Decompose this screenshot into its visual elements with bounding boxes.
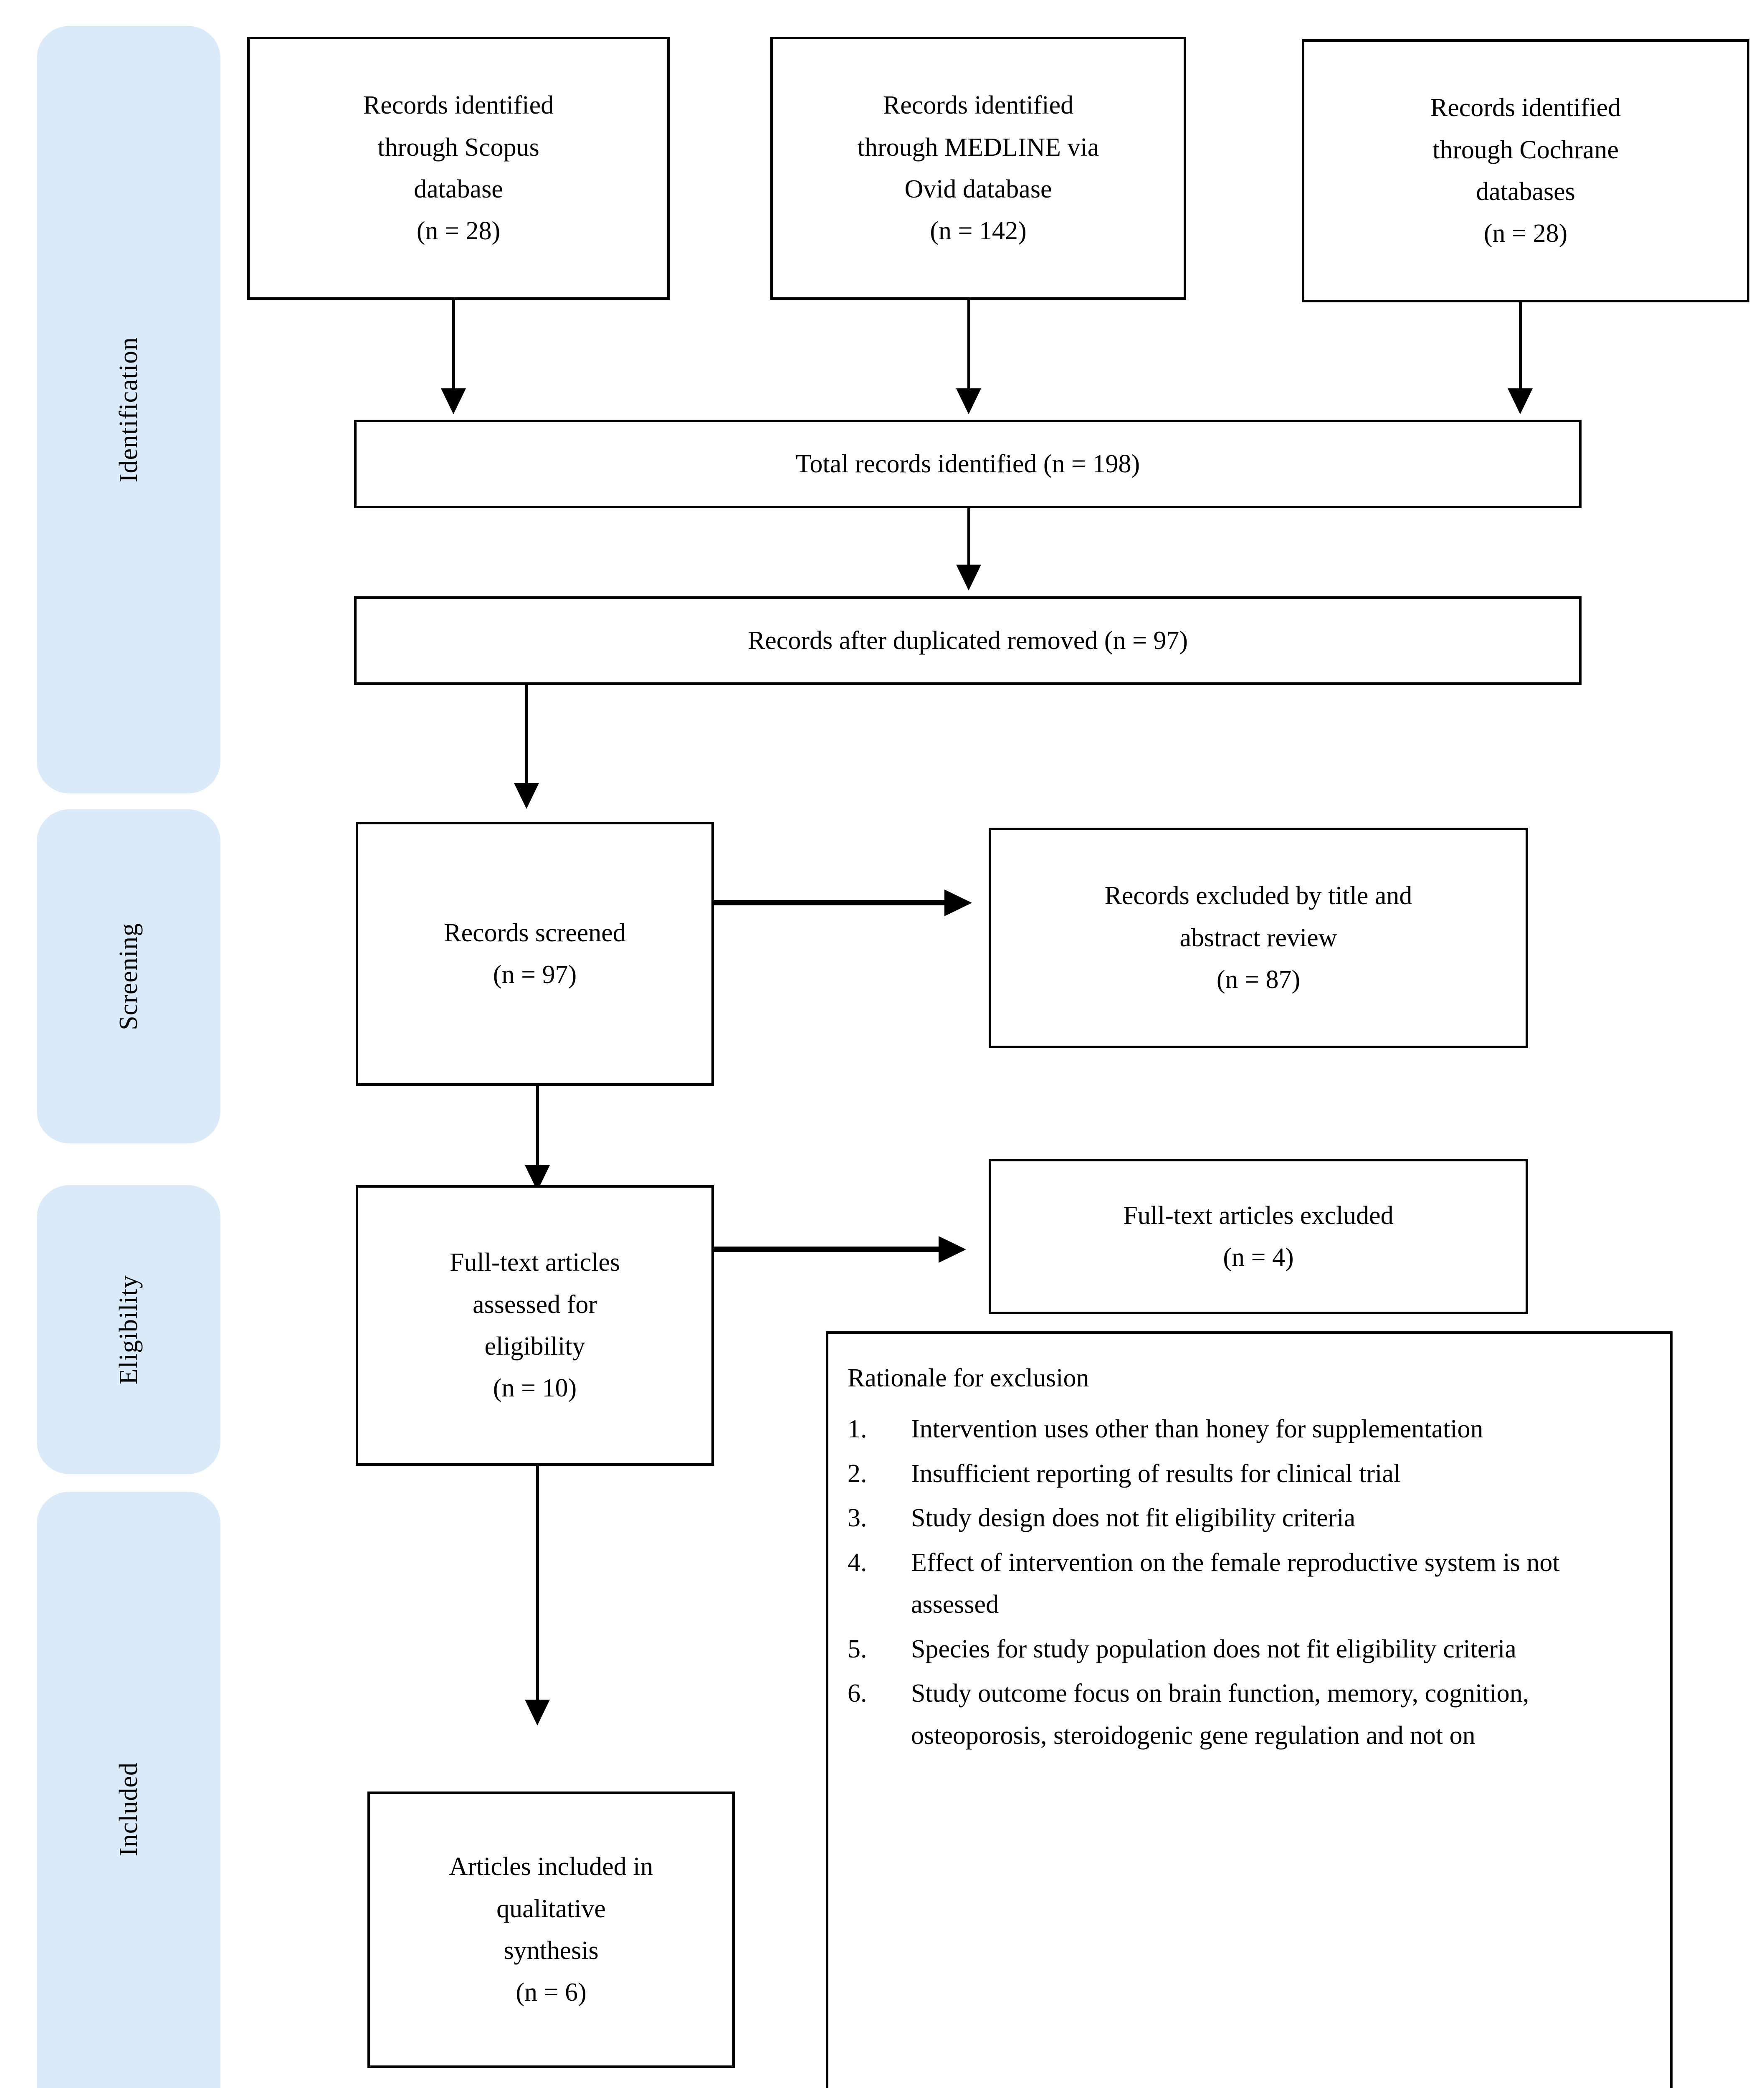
rationale-item-text: Insufficient reporting of results for cl… (911, 1459, 1401, 1488)
source-medline-count: (n = 142) (930, 217, 1027, 246)
after-duplicates-text: Records after duplicated removed (n = 97… (747, 626, 1188, 655)
total-records-box: Total records identified (n = 198) (354, 420, 1582, 508)
stage-label-identification: Identification (114, 337, 143, 482)
rationale-item: 3. Study design does not fit eligibility… (848, 1497, 1653, 1539)
rationale-title: Rationale for exclusion (848, 1364, 1089, 1392)
source-scopus-count: (n = 28) (416, 217, 501, 246)
rationale-item-text: Intervention uses other than honey for s… (911, 1415, 1483, 1444)
fulltext-assessed-line3: eligibility (484, 1332, 585, 1361)
rationale-item-text: Study design does not fit eligibility cr… (911, 1504, 1356, 1533)
stage-pill-screening: Screening (37, 809, 220, 1143)
stage-label-eligibility: Eligibility (114, 1275, 143, 1385)
fulltext-assessed-line1: Full-text articles (449, 1248, 620, 1277)
fulltext-excluded-box: Full-text articles excluded (n = 4) (989, 1159, 1528, 1314)
excluded-title-abstract-count: (n = 87) (1216, 965, 1301, 994)
included-articles-count: (n = 6) (516, 1978, 587, 2007)
rationale-item-text: Study outcome focus on brain function, m… (911, 1679, 1529, 1750)
connector-screened-to-fulltext (536, 1086, 539, 1169)
connector-medline-to-total (967, 300, 970, 393)
arrowhead-fulltext-to-included (525, 1700, 550, 1726)
rationale-item-text: Species for study population does not fi… (911, 1634, 1516, 1663)
rationale-item-number: 5. (848, 1634, 867, 1663)
included-articles-line1: Articles included in (449, 1852, 653, 1881)
rationale-item-number: 1. (848, 1415, 867, 1444)
records-screened-box: Records screened (n = 97) (356, 822, 714, 1086)
arrowhead-total-to-dedup (956, 565, 981, 590)
source-box-cochrane: Records identified through Cochrane data… (1302, 39, 1749, 302)
fulltext-assessed-count: (n = 10) (493, 1374, 577, 1403)
arrowhead-dedup-to-screened (514, 783, 539, 809)
fulltext-excluded-line1: Full-text articles excluded (1123, 1201, 1394, 1230)
rationale-item: 5. Species for study population does not… (848, 1628, 1653, 1670)
stage-label-screening: Screening (114, 922, 143, 1030)
source-cochrane-line1: Records identified (1430, 94, 1621, 122)
source-scopus-line2: through Scopus (377, 133, 539, 162)
stage-pill-eligibility: Eligibility (37, 1185, 220, 1474)
fulltext-assessed-line2: assessed for (473, 1290, 597, 1319)
records-screened-line1: Records screened (444, 918, 626, 947)
rationale-item-number: 2. (848, 1459, 867, 1488)
arrowhead-medline-to-total (956, 388, 981, 414)
source-box-scopus: Records identified through Scopus databa… (247, 37, 670, 300)
included-articles-line2: qualitative (496, 1894, 606, 1923)
connector-screened-to-excluded (714, 900, 948, 905)
connector-fulltext-to-excluded (714, 1247, 941, 1252)
source-medline-line1: Records identified (883, 91, 1074, 120)
source-cochrane-line3: databases (1476, 177, 1575, 206)
source-scopus-line3: database (414, 175, 503, 203)
connector-scopus-to-total (452, 300, 455, 393)
arrowhead-cochrane-to-total (1508, 388, 1533, 414)
source-cochrane-count: (n = 28) (1483, 219, 1568, 248)
rationale-item-text: Effect of intervention on the female rep… (911, 1548, 1560, 1619)
included-articles-box: Articles included in qualitative synthes… (367, 1792, 735, 2068)
connector-cochrane-to-total (1519, 302, 1522, 393)
total-records-text: Total records identified (n = 198) (795, 449, 1140, 478)
connector-total-to-dedup (967, 508, 970, 569)
included-articles-line3: synthesis (504, 1936, 599, 1965)
stage-pill-identification: Identification (37, 26, 220, 793)
stage-label-included: Included (114, 1762, 143, 1856)
source-scopus-line1: Records identified (363, 91, 554, 120)
connector-fulltext-to-included (536, 1466, 539, 1704)
rationale-item: 1. Intervention uses other than honey fo… (848, 1408, 1653, 1450)
arrowhead-fulltext-to-excluded (939, 1236, 966, 1263)
rationale-item: 6. Study outcome focus on brain function… (848, 1672, 1653, 1756)
fulltext-assessed-box: Full-text articles assessed for eligibil… (356, 1185, 714, 1466)
stage-pill-included: Included (37, 1492, 220, 2088)
rationale-item: 2. Insufficient reporting of results for… (848, 1453, 1653, 1495)
rationale-item-number: 6. (848, 1679, 867, 1708)
source-cochrane-line2: through Cochrane (1432, 135, 1619, 164)
source-medline-line3: Ovid database (904, 175, 1052, 203)
arrowhead-screened-to-excluded (944, 889, 972, 916)
fulltext-excluded-count: (n = 4) (1223, 1243, 1294, 1272)
rationale-list: 1. Intervention uses other than honey fo… (848, 1408, 1653, 1756)
arrowhead-scopus-to-total (441, 388, 466, 414)
excluded-title-abstract-box: Records excluded by title and abstract r… (989, 828, 1528, 1048)
source-box-medline: Records identified through MEDLINE via O… (770, 37, 1186, 300)
excluded-title-abstract-line2: abstract review (1179, 923, 1337, 952)
excluded-title-abstract-line1: Records excluded by title and (1104, 882, 1412, 910)
records-screened-count: (n = 97) (493, 960, 577, 989)
rationale-item-number: 3. (848, 1504, 867, 1533)
rationale-item-number: 4. (848, 1548, 867, 1577)
rationale-for-exclusion-box: Rationale for exclusion 1. Intervention … (826, 1331, 1673, 2088)
connector-dedup-to-screened (525, 685, 528, 787)
after-duplicates-box: Records after duplicated removed (n = 97… (354, 596, 1582, 685)
rationale-item: 4. Effect of intervention on the female … (848, 1542, 1653, 1626)
source-medline-line2: through MEDLINE via (857, 133, 1099, 162)
